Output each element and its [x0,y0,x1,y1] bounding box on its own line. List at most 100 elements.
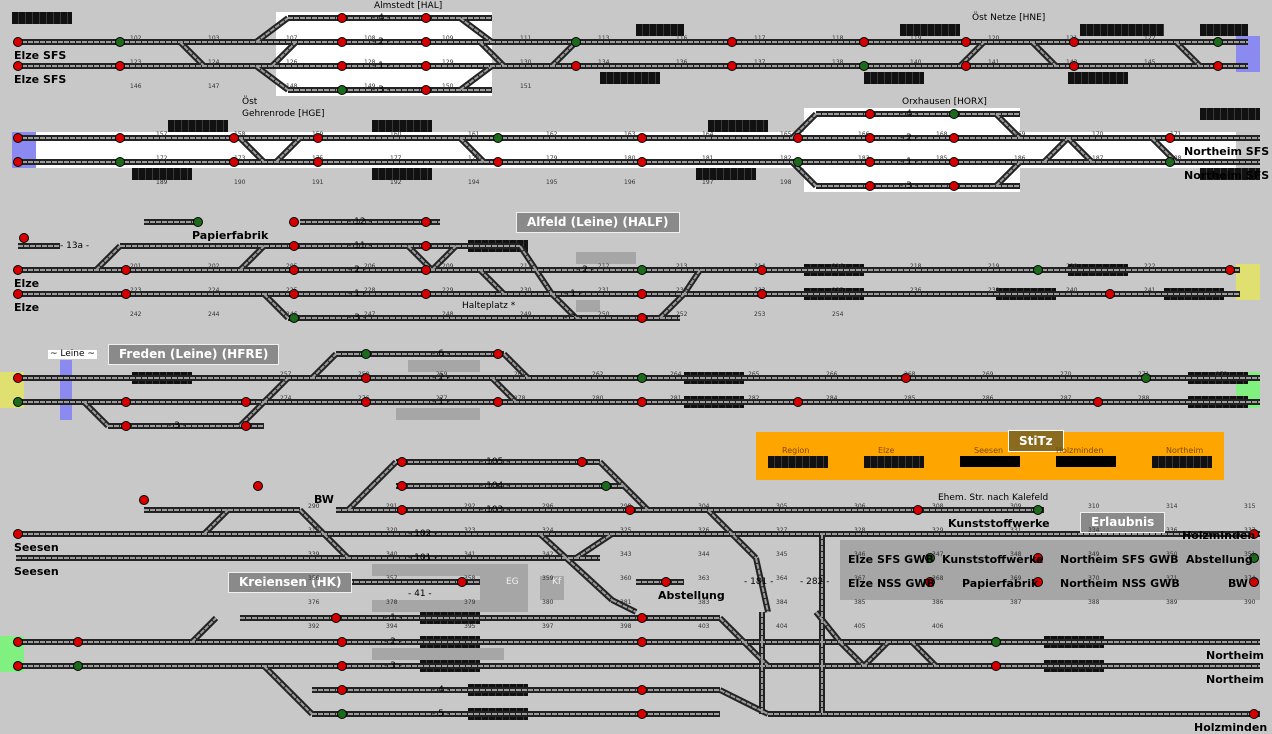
track-segment[interactable] [659,293,685,319]
track-segment[interactable] [311,353,337,379]
signal-lamp[interactable] [19,233,29,243]
block-display[interactable] [132,168,192,180]
stitz-display-seesen[interactable] [960,456,1020,467]
signal-lamp[interactable] [241,397,251,407]
signal-lamp[interactable] [757,265,767,275]
signal-lamp[interactable] [661,577,671,587]
signal-lamp[interactable] [961,61,971,71]
signal-lamp[interactable] [637,709,647,719]
track-segment[interactable] [995,113,1021,139]
station-erlaubnis[interactable]: Erlaubnis [1080,512,1166,534]
block-display[interactable] [168,120,228,132]
track-end-northeim-sfs-2[interactable]: Northeim SFS [1184,169,1270,182]
signal-lamp[interactable] [13,661,23,671]
signal-lamp[interactable] [493,157,503,167]
signal-lamp[interactable] [991,637,1001,647]
track-segment[interactable] [263,665,289,691]
signal-lamp[interactable] [1033,505,1043,515]
signal-lamp[interactable] [337,661,347,671]
panel-papierfabrik[interactable]: Papierfabrik [962,577,1039,590]
track-segment[interactable] [575,533,613,559]
signal-lamp[interactable] [637,373,647,383]
signal-lamp[interactable] [421,265,431,275]
track-segment[interactable] [539,533,613,601]
track-segment[interactable] [479,41,505,67]
signal-lamp[interactable] [757,289,767,299]
signal-lamp[interactable] [571,37,581,47]
signal-lamp[interactable] [1249,709,1259,719]
track-segment[interactable] [255,17,289,43]
track-end-seesen-2[interactable]: Seesen [14,565,59,578]
signal-lamp[interactable] [865,181,875,191]
signal-lamp[interactable] [637,289,647,299]
block-display[interactable] [1068,72,1128,84]
track-end-holzminden-2[interactable]: Holzminden [1194,721,1268,734]
signal-lamp[interactable] [421,241,431,251]
track-segment[interactable] [611,599,637,613]
track-segment[interactable] [371,461,397,487]
signal-lamp[interactable] [1105,289,1115,299]
signal-lamp[interactable] [361,349,371,359]
block-display[interactable] [1200,24,1248,36]
signal-lamp[interactable] [727,61,737,71]
track-segment[interactable] [459,65,493,91]
signal-lamp[interactable] [13,37,23,47]
signal-lamp[interactable] [1225,265,1235,275]
signal-lamp[interactable] [121,421,131,431]
block-display[interactable] [1200,168,1260,180]
track-segment[interactable] [287,689,313,715]
panel-elze-nss-gwb[interactable]: Elze NSS GWB [848,577,935,590]
signal-lamp[interactable] [337,37,347,47]
track-segment[interactable] [263,293,289,319]
signal-lamp[interactable] [337,637,347,647]
signal-lamp[interactable] [1033,265,1043,275]
signal-lamp[interactable] [397,505,407,515]
track-segment[interactable] [479,269,505,295]
signal-lamp[interactable] [337,685,347,695]
station-alfeld[interactable]: Alfeld (Leine) (HALF) [516,212,680,234]
signal-lamp[interactable] [13,61,23,71]
signal-lamp[interactable] [1249,529,1259,539]
block-display[interactable] [708,120,768,132]
signal-lamp[interactable] [13,157,23,167]
signal-lamp[interactable] [13,529,23,539]
track-segment[interactable] [263,377,289,403]
signal-lamp[interactable] [1249,553,1259,563]
signal-lamp[interactable] [115,61,125,71]
block-display[interactable] [900,24,960,36]
track-segment[interactable] [275,137,301,163]
track-segment[interactable] [491,377,517,403]
block-display[interactable] [864,72,924,84]
signal-lamp[interactable] [241,421,251,431]
track-segment[interactable] [995,161,1021,187]
station-kreiensen[interactable]: Kreiensen (HK) [228,572,353,594]
signal-lamp[interactable] [901,373,911,383]
track-end-northeim-1[interactable]: Northeim [1206,649,1264,662]
track-end-elze-sfs-2[interactable]: Elze SFS [14,73,67,86]
track-end-elze-sfs-1[interactable]: Elze SFS [14,49,67,62]
track-segment[interactable] [503,353,529,379]
signal-lamp[interactable] [457,577,467,587]
stitz-display-northeim[interactable] [1152,456,1212,468]
track-segment[interactable] [239,401,265,427]
track-segment[interactable] [683,269,701,295]
signal-lamp[interactable] [337,61,347,71]
signal-lamp[interactable] [1069,37,1079,47]
signal-lamp[interactable] [289,217,299,227]
signal-lamp[interactable] [637,685,647,695]
signal-lamp[interactable] [337,709,347,719]
panel-kunststoffwerke[interactable]: Kunststoffwerke [942,553,1044,566]
signal-lamp[interactable] [289,241,299,251]
signal-lamp[interactable] [571,61,581,71]
signal-lamp[interactable] [397,481,407,491]
track-segment[interactable] [323,533,349,559]
signal-lamp[interactable] [577,457,587,467]
signal-lamp[interactable] [1165,133,1175,143]
block-display[interactable] [600,72,660,84]
signal-lamp[interactable] [925,553,935,563]
signal-lamp[interactable] [139,495,149,505]
block-display[interactable] [1080,24,1164,36]
signal-lamp[interactable] [793,133,803,143]
signal-lamp[interactable] [13,397,23,407]
signal-lamp[interactable] [1093,397,1103,407]
